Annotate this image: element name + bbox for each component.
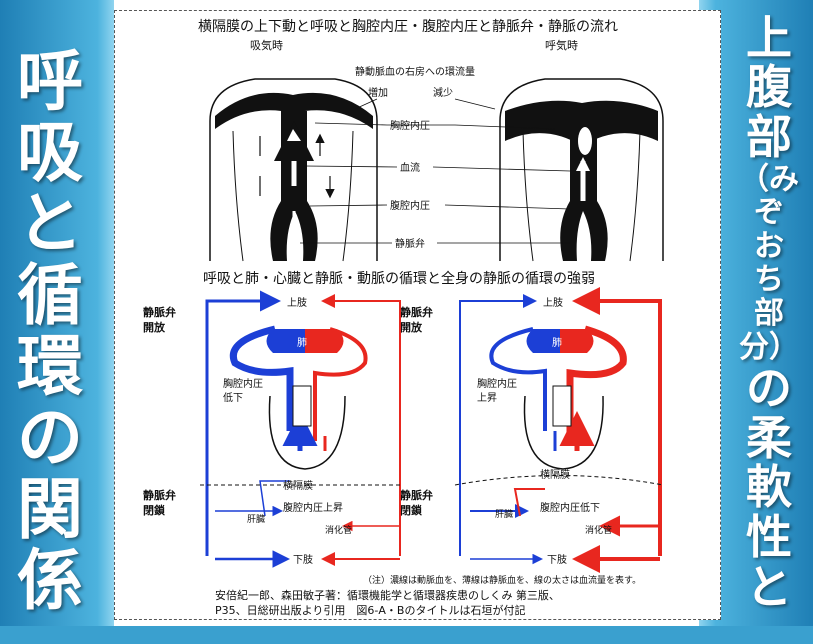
liver-right: 肝臓 [495, 509, 513, 520]
left-vertical-title: 呼 吸 と 循 環 の 関 係 [0, 0, 100, 644]
lung-label-right: 肺 [552, 337, 562, 349]
valve-closed-right-2: 閉鎖 [400, 503, 423, 517]
valve-open-left-2: 開放 [143, 320, 166, 334]
left-title-char: 環 [17, 328, 83, 405]
figure-a-title: 横隔膜の上下動と呼吸と胸腔内圧・腹腔内圧と静脈弁・静脈の流れ [198, 18, 618, 35]
upper-limb-right: 上肢 [543, 296, 563, 309]
right-title-char: の [746, 361, 792, 416]
citation-line-1: 安倍紀一郎、森田敏子著：循環機能学と循環器疾患のしくみ 第三版、 [215, 588, 560, 602]
right-title-char: 軟 [746, 460, 792, 515]
diaphragm-left: 横隔膜 [283, 479, 313, 492]
right-title-char: 分） [739, 329, 799, 365]
right-title-char: （み [739, 161, 799, 197]
upper-limb-left: 上肢 [287, 296, 307, 309]
abdominal-right: 腹腔内圧低下 [540, 501, 600, 514]
diaphragm-right: 横隔膜 [540, 468, 570, 481]
right-title-char: 部 [754, 295, 784, 331]
digestive-left: 消化管 [325, 524, 352, 536]
thoracic-right-1: 胸腔内圧 [477, 377, 517, 390]
right-title-char: と [746, 559, 792, 614]
decrease-label: 減少 [433, 86, 453, 99]
right-title-char: 腹 [746, 60, 792, 115]
valve-closed-right: 静脈弁 [400, 488, 433, 502]
exhale-torso-diagram [499, 78, 664, 262]
liver-left: 肝臓 [247, 514, 265, 525]
inhale-torso-diagram [209, 78, 378, 262]
right-title-char: 部 [746, 109, 792, 164]
right-title-char: ぞ [754, 195, 784, 231]
thoracic-right-2: 上昇 [477, 392, 497, 404]
right-title-char: お [754, 228, 784, 264]
right-title-char: 上 [746, 10, 792, 65]
figure-b-title: 呼吸と肺・心臓と静脈・動脈の循環と全身の静脈の循環の強弱 [203, 270, 595, 287]
left-title-char: 呼 [17, 42, 83, 120]
lung-label-left: 肺 [297, 337, 307, 349]
abdominal-left: 腹腔内圧上昇 [283, 501, 343, 514]
lower-limb-left: 下肢 [293, 553, 313, 566]
abdominal-pressure-label: 腹腔内圧 [390, 199, 430, 212]
heart-right [523, 395, 604, 470]
note-text: （注）濃線は動脈血を、薄線は静脈血を、線の太さは血流量を表す。 [363, 574, 641, 586]
right-title-char: ち [754, 262, 784, 298]
leader-lines [300, 98, 571, 244]
increase-label: 増加 [368, 86, 388, 99]
valve-open-left: 静脈弁 [143, 305, 176, 319]
left-title-char: の [17, 399, 83, 477]
inhale-label: 吸気時 [250, 38, 283, 52]
heart-left [268, 395, 346, 470]
venous-valve-label: 静脈弁 [395, 237, 425, 250]
slide: 呼 吸 と 循 環 の 関 係 上 腹 部 （み ぞ お ち 部 分） の 柔 … [0, 0, 813, 626]
valve-open-right: 静脈弁 [400, 305, 433, 319]
right-title-char: 柔 [746, 410, 792, 465]
thoracic-left-2: 低下 [223, 391, 243, 404]
left-title-char: 循 [17, 256, 83, 334]
right-title-char: 性 [746, 510, 792, 565]
right-vertical-title: 上 腹 部 （み ぞ お ち 部 分） の 柔 軟 性 と [725, 0, 813, 626]
digestive-right: 消化管 [585, 524, 612, 536]
thoracic-pressure-label: 胸腔内圧 [390, 119, 430, 132]
venous-return-label: 静動脈血の右房への環流量 [355, 65, 475, 78]
valve-closed-left-2: 閉鎖 [143, 503, 166, 517]
blood-flow-label: 血流 [400, 161, 420, 174]
valve-open-right-2: 開放 [400, 320, 423, 334]
circulation-diagram-left [205, 290, 401, 568]
exhale-label: 呼気時 [545, 38, 578, 52]
valve-closed-left: 静脈弁 [143, 488, 176, 502]
lower-limb-right: 下肢 [547, 553, 567, 566]
thoracic-left-1: 胸腔内圧 [223, 377, 263, 390]
citation-line-2: P35、日総研出版より引用 図6-A・Bのタイトルは石垣が付記 [215, 603, 525, 617]
left-title-char: と [17, 185, 83, 263]
left-title-char: 吸 [17, 114, 83, 192]
left-title-char: 係 [17, 541, 83, 619]
left-title-char: 関 [17, 470, 83, 548]
figure-svg: 横隔膜の上下動と呼吸と胸腔内圧・腹腔内圧と静脈弁・静脈の流れ 吸気時 呼気時 [143, 18, 664, 617]
circulation-diagram-right [459, 287, 662, 573]
figure-panel: 横隔膜の上下動と呼吸と胸腔内圧・腹腔内圧と静脈弁・静脈の流れ 吸気時 呼気時 [114, 10, 721, 620]
